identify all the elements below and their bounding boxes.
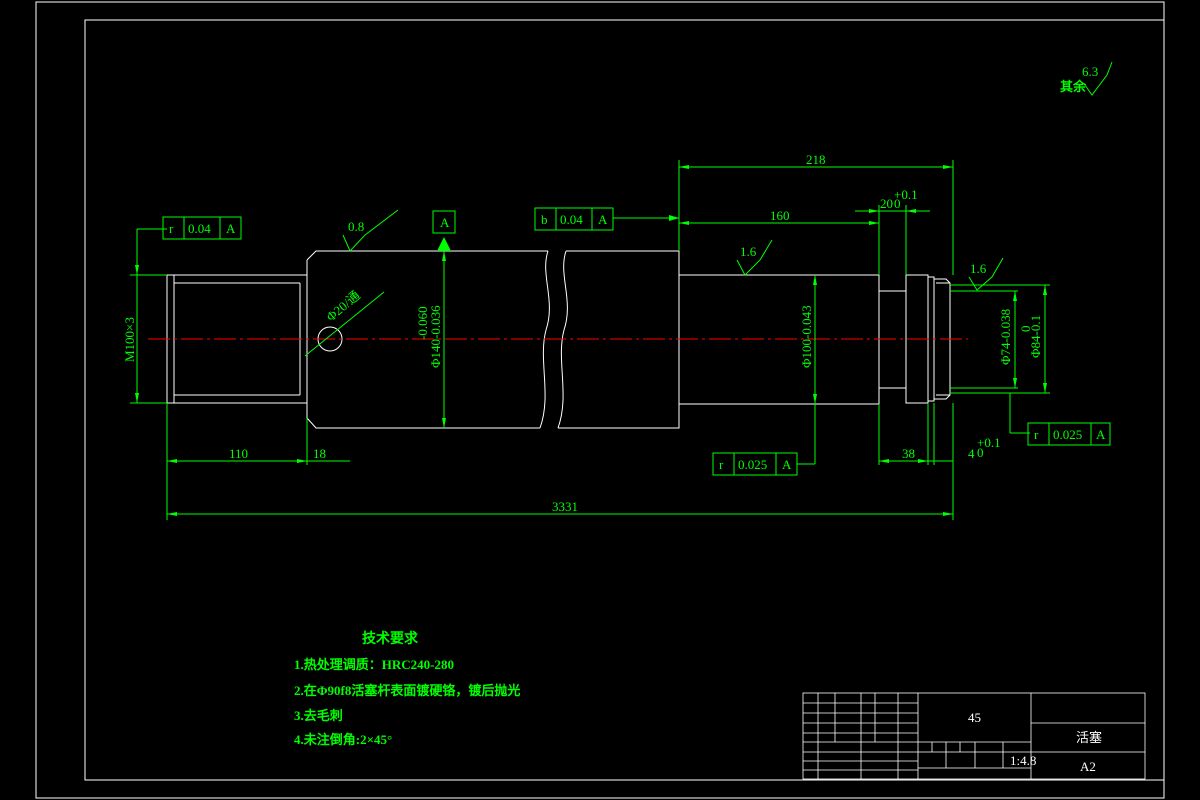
tol-frame-3-value: 0.025 bbox=[738, 457, 767, 472]
dim-20-tol-up: +0.1 bbox=[894, 187, 918, 202]
dim-160: 160 bbox=[770, 208, 790, 223]
dim-dia-140: Φ140-0.036 bbox=[428, 305, 443, 368]
tol-frame-3-symbol: r bbox=[719, 457, 724, 472]
roughness-other-label: 其余 bbox=[1060, 79, 1087, 94]
tech-requirement-4: 4.未注倒角:2×45° bbox=[294, 732, 393, 747]
dim-dia-84: Φ84-0.1 bbox=[1028, 315, 1043, 358]
tolerance-frame-4: r 0.025 A bbox=[1027, 422, 1111, 446]
title-block-material: 45 bbox=[968, 710, 981, 725]
tolerance-frame-3: r 0.025 A bbox=[712, 452, 798, 476]
dim-38: 38 bbox=[902, 446, 915, 461]
tol-frame-1-symbol: r bbox=[169, 221, 174, 236]
title-block bbox=[802, 692, 1146, 780]
dim-110: 110 bbox=[229, 446, 248, 461]
roughness-other-value: 6.3 bbox=[1082, 64, 1098, 79]
dimension-lines bbox=[130, 61, 1113, 520]
dim-dia-140-tol: -0.060 bbox=[415, 306, 430, 340]
datum-a-box bbox=[432, 210, 456, 234]
tol-frame-2-symbol: b bbox=[541, 212, 548, 227]
dim-4: 4 bbox=[968, 446, 975, 461]
datum-a-label: A bbox=[440, 215, 450, 230]
tol-frame-2-datum: A bbox=[598, 212, 608, 227]
tol-frame-1-datum: A bbox=[226, 221, 236, 236]
roughness-0-8: 0.8 bbox=[348, 219, 364, 234]
tol-frame-1-value: 0.04 bbox=[188, 221, 211, 236]
dim-dia-100: Φ100-0.043 bbox=[799, 305, 814, 368]
tech-requirement-3: 3.去毛刺 bbox=[294, 708, 343, 723]
title-block-part-name: 活塞 bbox=[1076, 730, 1102, 745]
roughness-1-6-mid: 1.6 bbox=[740, 244, 757, 259]
dim-thread-m100: M100×3 bbox=[122, 317, 137, 362]
title-block-sheet-size: A2 bbox=[1080, 759, 1096, 774]
tol-frame-4-symbol: r bbox=[1034, 427, 1039, 442]
tol-frame-4-value: 0.025 bbox=[1053, 427, 1082, 442]
dim-hole-20: Φ20/通 bbox=[323, 288, 363, 325]
tech-requirement-2: 2.在Φ90f8活塞杆表面镀硬铬，镀后抛光 bbox=[294, 683, 521, 698]
dim-4-tol-lo: 0 bbox=[977, 445, 984, 460]
dimension-arrows bbox=[135, 165, 1047, 516]
tech-requirements-title: 技术要求 bbox=[362, 632, 418, 647]
dim-20-tol-lo: 0 bbox=[894, 196, 901, 211]
tech-requirement-1: 1.热处理调质：HRC240-280 bbox=[294, 657, 454, 672]
dim-218: 218 bbox=[806, 152, 826, 167]
dim-3331: 3331 bbox=[552, 499, 578, 514]
dim-20: 20 bbox=[880, 196, 893, 211]
tol-frame-3-datum: A bbox=[782, 457, 792, 472]
outer-frame bbox=[35, 1, 1165, 799]
tol-frame-4-datum: A bbox=[1096, 427, 1106, 442]
dim-dia-74: Φ74-0.038 bbox=[998, 309, 1013, 365]
roughness-1-6-end: 1.6 bbox=[970, 261, 987, 276]
dim-dia-84-tol: 0 bbox=[1018, 326, 1033, 333]
tolerance-frame-2: b 0.04 A bbox=[534, 207, 614, 231]
title-block-scale: 1:4.8 bbox=[1010, 753, 1036, 768]
tol-frame-2-value: 0.04 bbox=[560, 212, 583, 227]
dim-18: 18 bbox=[313, 446, 326, 461]
dim-4-tol-up: +0.1 bbox=[977, 435, 1001, 450]
tolerance-frame-1: r 0.04 A bbox=[162, 216, 242, 240]
inner-frame bbox=[84, 19, 1165, 781]
